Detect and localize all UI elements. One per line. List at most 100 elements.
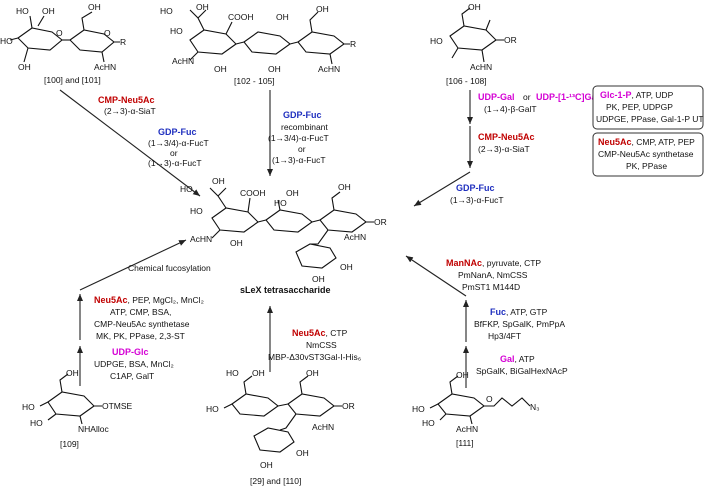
- atom-label: OH: [42, 6, 55, 16]
- atom-label: AcHN: [344, 232, 366, 242]
- atom-label: O: [56, 28, 63, 38]
- atom-label: HO: [412, 404, 425, 414]
- compound-29-110: HO OH OH HO OR AcHN OH OH [29] and [110]: [206, 368, 355, 486]
- atom-label: OH: [456, 370, 469, 380]
- enzyme-label: (1→3)-α-FucT: [450, 195, 504, 205]
- box2-line3: PK, PPase: [626, 161, 667, 171]
- compound-label: [106 - 108]: [446, 76, 487, 86]
- atom-label: HO: [422, 418, 435, 428]
- condition-line: PmST1 M144D: [462, 282, 520, 292]
- conditions-left-top: CMP-Neu5Ac (2→3)-α-SiaT GDP-Fuc (1→3/4)-…: [98, 95, 209, 168]
- box1-line2: PK, PEP, UDPGP: [606, 102, 673, 112]
- atom-label: NHAlloc: [78, 424, 109, 434]
- box1-line3: UDPGE, PPase, Gal-1-P UT: [596, 114, 704, 124]
- condition-line: MBP-Δ30vST3Gal-I-His₆: [268, 352, 361, 362]
- atom-label: OH: [252, 368, 265, 378]
- or-label: or: [523, 92, 531, 102]
- arrow-100-to-slex: [59, 89, 201, 197]
- atom-label: R: [120, 37, 126, 47]
- condition-line: ATP, CMP, BSA,: [110, 307, 171, 317]
- atom-label: OR: [504, 35, 517, 45]
- condition-line: Hp3/4FT: [488, 331, 521, 341]
- conditions-middle-top: GDP-Fuc recombinant (1→3/4)-α-FucT or (1…: [268, 110, 329, 165]
- donor-label: CMP-Neu5Ac: [478, 132, 535, 142]
- enzyme-label: (2→3)-α-SiaT: [478, 144, 530, 154]
- atom-label: AcHN: [312, 422, 334, 432]
- donor-label: CMP-Neu5Ac: [98, 95, 155, 105]
- condition-line: Neu5Ac, CTP: [292, 328, 348, 338]
- compound-label: [109]: [60, 439, 79, 449]
- atom-label: OH: [88, 2, 101, 12]
- donor-label: GDP-Fuc: [456, 183, 495, 193]
- atom-label: COOH: [228, 12, 254, 22]
- compound-label: [100] and [101]: [44, 75, 101, 85]
- conditions-right-bottom: ManNAc, pyruvate, CTP PmNanA, NmCSS PmST…: [446, 258, 568, 376]
- box1-line1: Glc-1-P, ATP, UDP: [600, 90, 674, 100]
- atom-label: OH: [468, 2, 481, 12]
- donor-label: GDP-Fuc: [283, 110, 322, 120]
- atom-label: N₃: [530, 402, 540, 412]
- condition-line: Fuc, ATP, GTP: [490, 307, 548, 317]
- reaction-arrows: [59, 89, 473, 388]
- atom-label: HO: [430, 36, 443, 46]
- condition-line: ManNAc, pyruvate, CTP: [446, 258, 541, 268]
- condition-line: BfFKP, SpGalK, PmPpA: [474, 319, 565, 329]
- atom-label: HO: [190, 206, 203, 216]
- atom-label: OH: [340, 262, 353, 272]
- atom-label: AcHN: [172, 56, 194, 66]
- atom-label: OH: [196, 2, 209, 12]
- atom-label: OH: [18, 62, 31, 72]
- atom-label: HO: [180, 184, 193, 194]
- atom-label: AcHN: [470, 62, 492, 72]
- atom-label: OH: [276, 12, 289, 22]
- atom-label: OH: [66, 368, 79, 378]
- condition-line: (1→3)-α-FucT: [272, 155, 326, 165]
- condition-line: MK, PK, PPase, 2,3-ST: [96, 331, 185, 341]
- compound-label: [102 - 105]: [234, 76, 275, 86]
- condition-line: UDPGE, BSA, MnCl₂: [94, 359, 174, 369]
- enzyme-label: (1→3)-α-FucT: [148, 158, 202, 168]
- atom-label: OH: [214, 64, 227, 74]
- donor-label: UDP-[1-¹³C]Gal: [536, 92, 599, 102]
- compound-111: OH HO HO O N₃ AcHN [111]: [412, 370, 540, 448]
- box2-line2: CMP-Neu5Ac synthetase: [598, 149, 694, 159]
- atom-label: AcHN: [94, 62, 116, 72]
- conditions-middle-bottom: Neu5Ac, CTP NmCSS MBP-Δ30vST3Gal-I-His₆: [268, 328, 361, 362]
- arrow-111-to-slex: [405, 255, 467, 297]
- atom-label: OH: [268, 64, 281, 74]
- atom-label: OH: [316, 4, 329, 14]
- atom-label: OH: [260, 460, 273, 470]
- condition-line: NmCSS: [306, 340, 337, 350]
- conditions-left-bottom: Chemical fucosylation Neu5Ac, PEP, MgCl₂…: [94, 263, 211, 381]
- donor-label: UDP-Glc: [112, 347, 149, 357]
- atom-label: OH: [212, 176, 225, 186]
- enzyme-label: (2→3)-α-SiaT: [104, 106, 156, 116]
- condition-line: SpGalK, BiGalHexNAcP: [476, 366, 568, 376]
- cofactor-box-1: Glc-1-P, ATP, UDP PK, PEP, UDPGP UDPGE, …: [592, 85, 704, 130]
- compound-100-101: HO OH HO O OH O R OH AcHN [100] and [101…: [0, 2, 126, 85]
- condition-line: Chemical fucosylation: [128, 263, 211, 273]
- compound-102-105: HO OH HO COOH OH OH R AcHN OH OH AcHN [1…: [160, 2, 356, 86]
- atom-label: OH: [312, 274, 325, 284]
- enzyme-label: (1→4)-β-GalT: [484, 104, 537, 114]
- arrow-106-to-slex: [413, 171, 471, 207]
- atom-label: OH: [338, 182, 351, 192]
- or-label: or: [298, 144, 306, 154]
- atom-label: HO: [160, 6, 173, 16]
- atom-label: OH: [286, 188, 299, 198]
- atom-label: HO: [16, 6, 29, 16]
- atom-label: AcHN: [318, 64, 340, 74]
- product-label: sLeX tetrasaccharide: [240, 285, 331, 295]
- atom-label: R: [350, 39, 356, 49]
- condition-line: C1AP, GalT: [110, 371, 154, 381]
- atom-label: AcHN: [456, 424, 478, 434]
- compound-label: [29] and [110]: [250, 476, 301, 486]
- atom-label: HO: [226, 368, 239, 378]
- atom-label: COOH: [240, 188, 266, 198]
- condition-line: recombinant: [281, 122, 328, 132]
- donor-label: GDP-Fuc: [158, 127, 197, 137]
- compound-109: OH HO HO OTMSE NHAlloc [109]: [22, 368, 133, 449]
- box2-line1: Neu5Ac, CMP, ATP, PEP: [598, 137, 695, 147]
- arrow-109-to-slex: [79, 239, 187, 291]
